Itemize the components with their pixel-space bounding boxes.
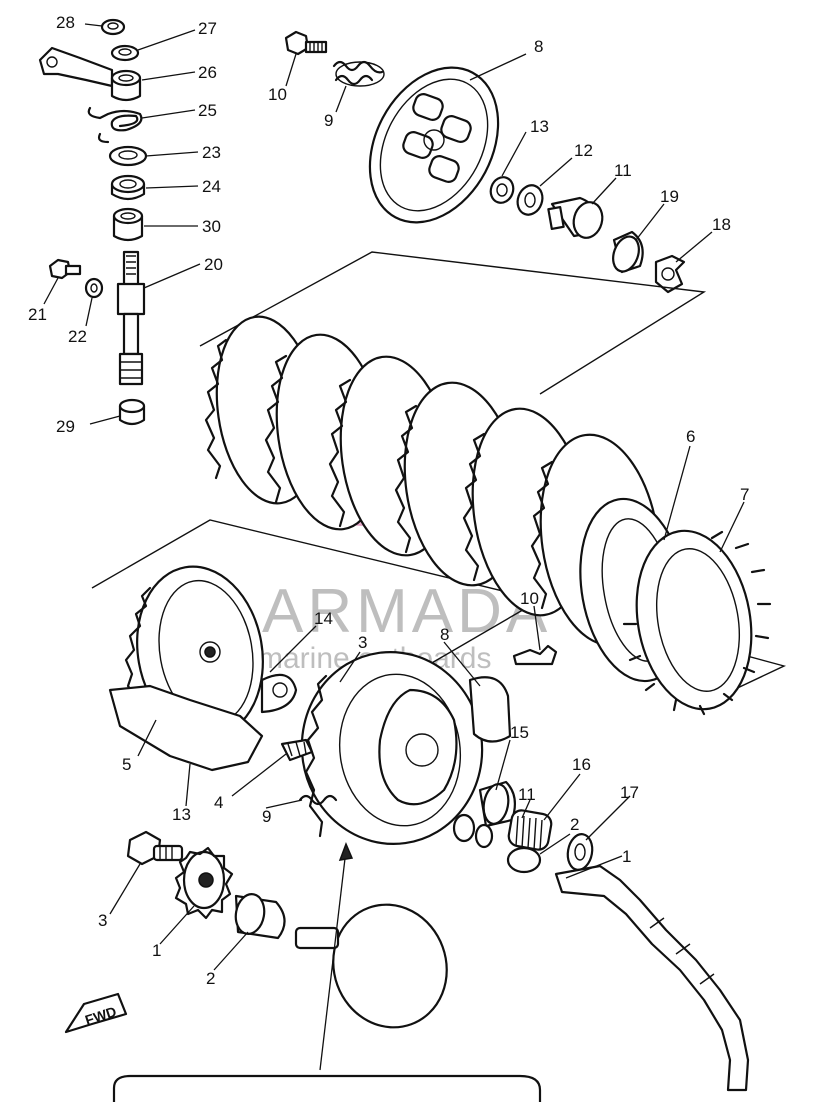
callout-label: 4 bbox=[214, 793, 223, 812]
pointer-arrow bbox=[319, 849, 347, 1071]
sprocket-1 bbox=[174, 846, 234, 920]
callout-label: 29 bbox=[56, 417, 75, 436]
callout-label: 20 bbox=[204, 255, 223, 274]
callout-label: 13 bbox=[530, 117, 549, 136]
callout-label: 2 bbox=[570, 815, 579, 834]
callout-label: 13 bbox=[172, 805, 191, 824]
shift-shaft-assembly bbox=[38, 18, 148, 426]
callout-label: 1 bbox=[152, 941, 161, 960]
callout-label: 10 bbox=[520, 589, 539, 608]
callout-label: 17 bbox=[620, 783, 639, 802]
needle-bearing-16 bbox=[507, 809, 553, 851]
callout-label: 28 bbox=[56, 13, 75, 32]
callout-label: 11 bbox=[518, 785, 536, 804]
callout-label: 14 bbox=[314, 609, 333, 628]
callout-label: 18 bbox=[712, 215, 731, 234]
callout-label: 9 bbox=[324, 111, 333, 130]
callout-label: 30 bbox=[202, 217, 221, 236]
callout-label: 2 bbox=[206, 969, 215, 988]
callout-label: 11 bbox=[614, 161, 632, 180]
callout-label: 10 bbox=[268, 85, 287, 104]
callout-label: 3 bbox=[98, 911, 107, 930]
callout-label: 3 bbox=[358, 633, 367, 652]
lower-shaft-parts bbox=[126, 780, 750, 1092]
lower-frame bbox=[112, 1074, 542, 1102]
pressure-plate-group bbox=[284, 30, 686, 294]
callout-label: 27 bbox=[198, 19, 217, 38]
callout-label: 25 bbox=[198, 101, 217, 120]
fwd-arrow-icon: FWD bbox=[64, 992, 128, 1034]
callout-label: 8 bbox=[440, 625, 449, 644]
callout-label: 15 bbox=[510, 723, 529, 742]
callout-label: 23 bbox=[202, 143, 221, 162]
clutch-housing-3 bbox=[280, 651, 512, 845]
callout-label: 21 bbox=[28, 305, 47, 324]
callout-label: 24 bbox=[202, 177, 221, 196]
leader-lines bbox=[43, 23, 745, 971]
clutch-plate-7 bbox=[622, 529, 772, 716]
callout-label: 12 bbox=[574, 141, 593, 160]
callout-label: 16 bbox=[572, 755, 591, 774]
callout-label: 1 bbox=[622, 847, 631, 866]
callout-label: 5 bbox=[122, 755, 131, 774]
callout-label: 19 bbox=[660, 187, 679, 206]
callout-label: 26 bbox=[198, 63, 217, 82]
callout-label: 22 bbox=[68, 327, 87, 346]
callout-label: 8 bbox=[534, 37, 543, 56]
callout-label: 9 bbox=[262, 807, 271, 826]
callout-label: 6 bbox=[686, 427, 695, 446]
callout-label: 7 bbox=[740, 485, 749, 504]
clutch-plate-stack bbox=[91, 251, 787, 716]
callout-labels: 28 27 26 25 23 24 30 20 21 22 29 10 9 8 … bbox=[28, 13, 749, 988]
